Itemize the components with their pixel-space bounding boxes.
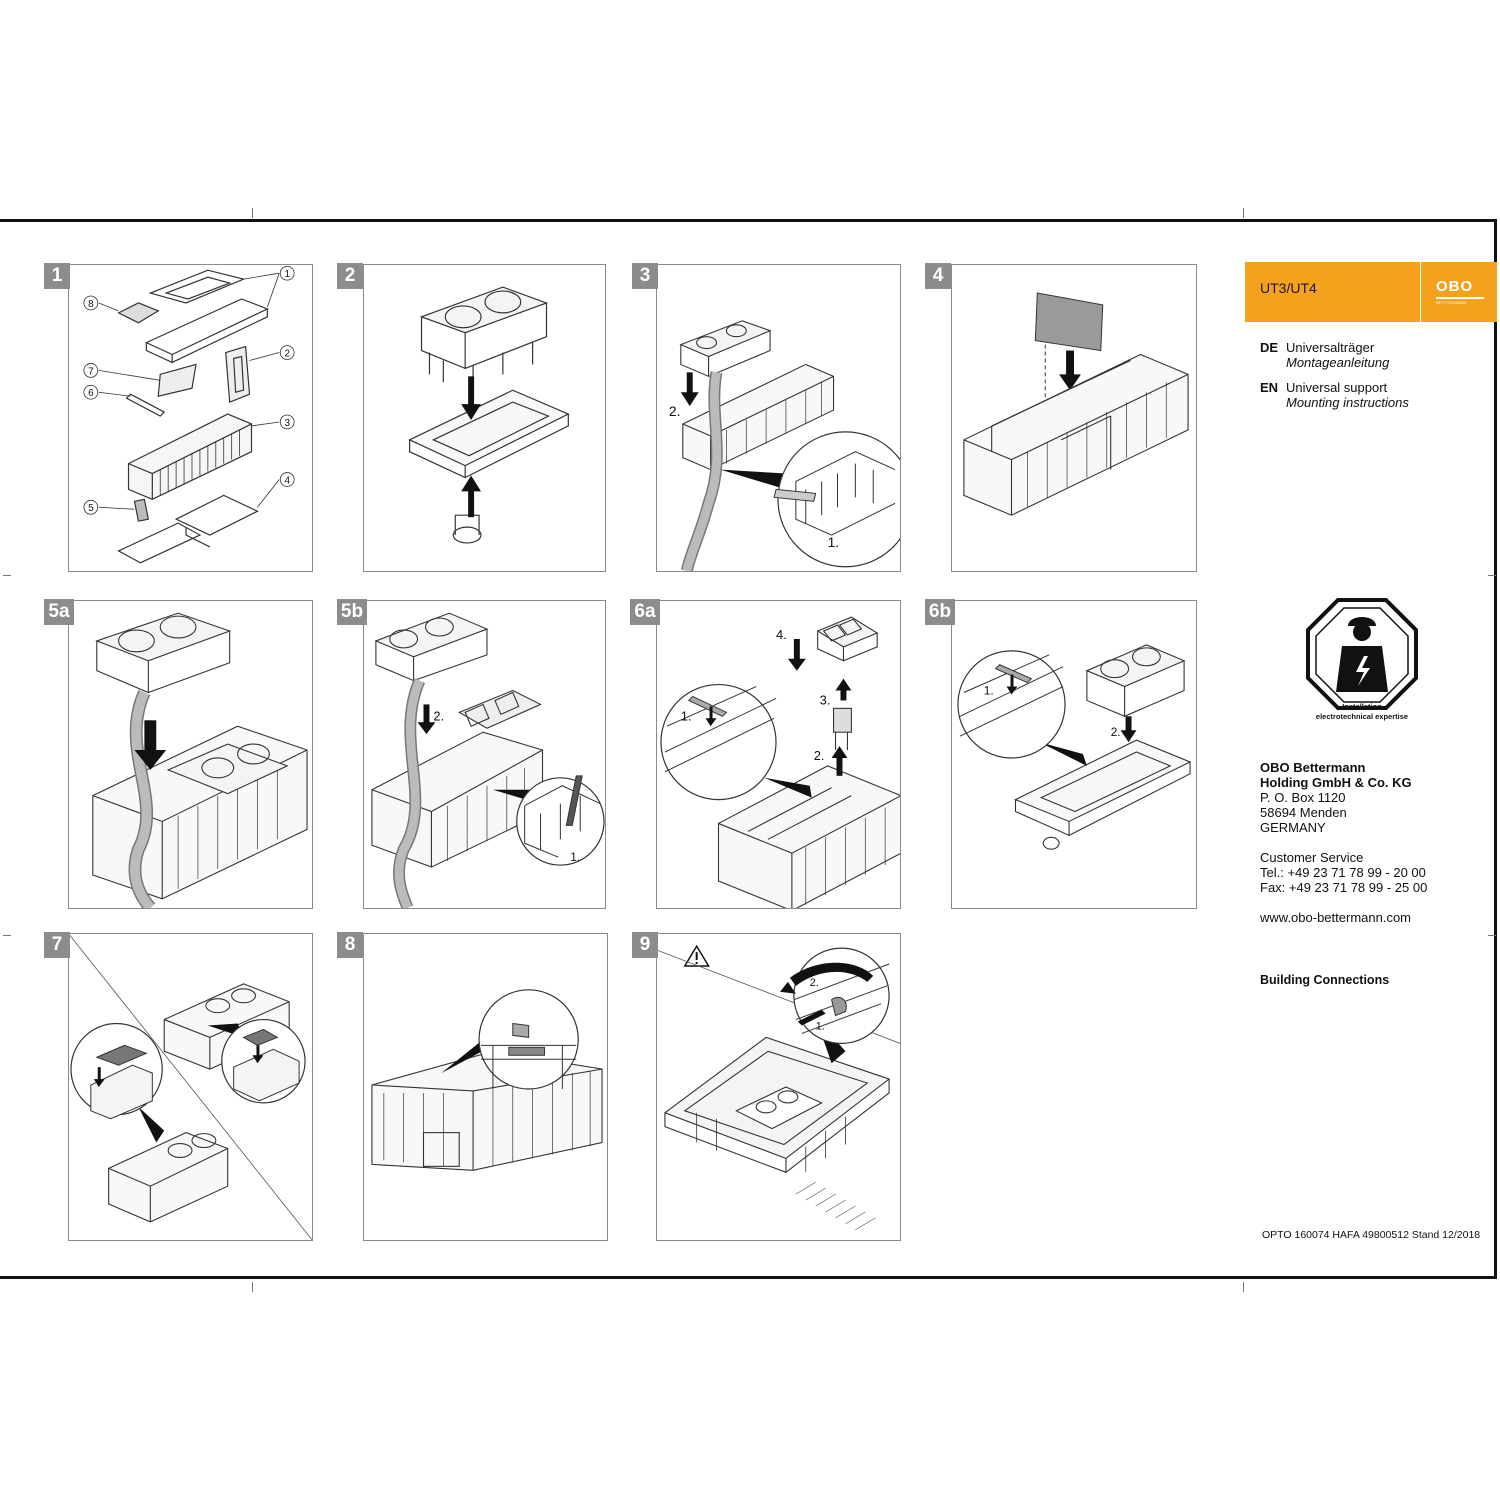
logo-word: OBO xyxy=(1436,278,1474,295)
company-address: OBO Bettermann Holding GmbH & Co. KG P. … xyxy=(1260,760,1427,925)
safety-caption-2: electrotechnical expertise xyxy=(1315,712,1409,721)
step-6b-label-2: 2. xyxy=(1111,725,1121,739)
step-3-label-2: 2. xyxy=(669,403,681,419)
step-badge-8: 8 xyxy=(337,932,363,958)
step-6a-label-3: 3. xyxy=(820,692,831,707)
step-6a-label-2: 2. xyxy=(814,748,825,763)
callout-7: 7 xyxy=(88,366,94,377)
fold-tick xyxy=(3,935,11,936)
fold-tick xyxy=(1243,1282,1244,1292)
step-badge-2: 2 xyxy=(337,263,363,289)
company-city: 58694 Menden xyxy=(1260,805,1347,820)
fold-tick xyxy=(252,208,253,218)
step-badge-1: 1 xyxy=(44,263,70,289)
frame-mount-drawing: 2. 1. xyxy=(957,644,1192,850)
lang-subtitle-de: Montageanleitung xyxy=(1286,355,1390,370)
floor-box-drawing: 2. 1. xyxy=(657,944,900,1231)
callout-8: 8 xyxy=(88,299,94,310)
lang-title-de: Universalträger xyxy=(1286,340,1375,355)
step-9-panel: 2. 1. xyxy=(656,933,901,1241)
step-3-panel: 1. 2. xyxy=(656,264,901,572)
step-5b-label-2: 2. xyxy=(433,708,444,723)
step-9-label-2: 2. xyxy=(810,977,819,989)
safety-caption-1: Installation xyxy=(1342,702,1382,711)
step-7-panel xyxy=(68,933,313,1241)
website-link[interactable]: www.obo-bettermann.com xyxy=(1260,910,1412,925)
step-badge-6b: 6b xyxy=(925,599,955,625)
division-name: Building Connections xyxy=(1260,973,1390,987)
warning-triangle-icon xyxy=(683,944,710,967)
socket-mount-drawing xyxy=(408,286,570,544)
assembled-unit-drawing xyxy=(371,989,603,1171)
step-5b-label-1: 1. xyxy=(570,850,580,864)
company-name-2: Holding GmbH & Co. KG xyxy=(1260,775,1412,790)
step-6a-panel: 1. 2. 3. 4. xyxy=(656,600,901,909)
obo-logo: OBO BETTERMANN xyxy=(1420,262,1498,322)
company-country: GERMANY xyxy=(1260,820,1326,835)
company-name-1: OBO Bettermann xyxy=(1260,760,1366,775)
step-5a-panel xyxy=(68,600,313,909)
step-badge-9: 9 xyxy=(632,932,658,958)
step-1-panel: 1 8 2 7 6 3 4 5 xyxy=(68,264,313,572)
step-3-label-1: 1. xyxy=(828,534,840,550)
step-5b-panel: 2. 1. xyxy=(363,600,606,909)
step-badge-5b: 5b xyxy=(337,599,367,625)
step-badge-3: 3 xyxy=(632,263,658,289)
company-box: P. O. Box 1120 xyxy=(1260,790,1346,805)
fold-tick xyxy=(1243,208,1244,218)
socket-cable-drawing-5a xyxy=(92,612,308,908)
fold-tick xyxy=(1488,935,1496,936)
socket-cable-drawing-5b: 2. 1. xyxy=(371,612,605,908)
lang-title-en: Universal support xyxy=(1286,380,1388,395)
step-badge-6a: 6a xyxy=(630,599,660,625)
document-code: OPTO 160074 HAFA 49800512 Stand 12/2018 xyxy=(1262,1229,1481,1241)
step-6a-label-1: 1. xyxy=(681,708,692,723)
language-de: DE Universalträger Montageanleitung xyxy=(1260,340,1389,370)
logo-underline xyxy=(1436,297,1484,299)
fold-tick xyxy=(252,1282,253,1292)
step-2-panel xyxy=(363,264,606,572)
product-header xyxy=(1245,262,1497,322)
step-8-panel xyxy=(363,933,608,1241)
step-6b-panel: 2. 1. xyxy=(951,600,1197,909)
logo-sub: BETTERMANN xyxy=(1436,300,1467,305)
callout-2: 2 xyxy=(284,349,290,360)
callout-3: 3 xyxy=(284,418,290,429)
step-6b-label-1: 1. xyxy=(984,683,994,697)
electrician-octagon-icon xyxy=(1298,596,1426,726)
customer-service-label: Customer Service xyxy=(1260,850,1364,865)
callout-5: 5 xyxy=(88,503,94,514)
callout-6: 6 xyxy=(88,388,94,399)
language-en: EN Universal support Mounting instruction… xyxy=(1260,380,1409,410)
step-badge-7: 7 xyxy=(44,932,70,958)
data-module-drawing: 1. 2. 3. 4. xyxy=(660,616,900,908)
step-6a-label-4: 4. xyxy=(776,627,787,642)
callout-4: 4 xyxy=(284,475,290,486)
lang-subtitle-en: Mounting instructions xyxy=(1286,395,1409,410)
fax-number: Fax: +49 23 71 78 99 - 25 00 xyxy=(1260,880,1428,895)
exploded-parts-drawing: 1 8 2 7 6 3 4 5 xyxy=(83,265,295,564)
fold-tick xyxy=(1488,575,1496,576)
lang-code-en: EN xyxy=(1260,380,1279,395)
product-name: UT3/UT4 xyxy=(1260,280,1317,296)
step-4-panel xyxy=(951,264,1197,572)
callout-1: 1 xyxy=(284,269,290,280)
cable-insert-drawing: 1. 2. xyxy=(669,320,900,571)
step-9-label-1: 1. xyxy=(816,1020,825,1032)
cover-install-drawing xyxy=(69,934,312,1240)
phone-number: Tel.: +49 23 71 78 99 - 20 00 xyxy=(1260,865,1426,880)
partition-insert-drawing xyxy=(963,292,1189,516)
fold-tick xyxy=(3,575,11,576)
step-badge-5a: 5a xyxy=(44,599,74,625)
lang-code-de: DE xyxy=(1260,340,1279,355)
step-badge-4: 4 xyxy=(925,263,951,289)
